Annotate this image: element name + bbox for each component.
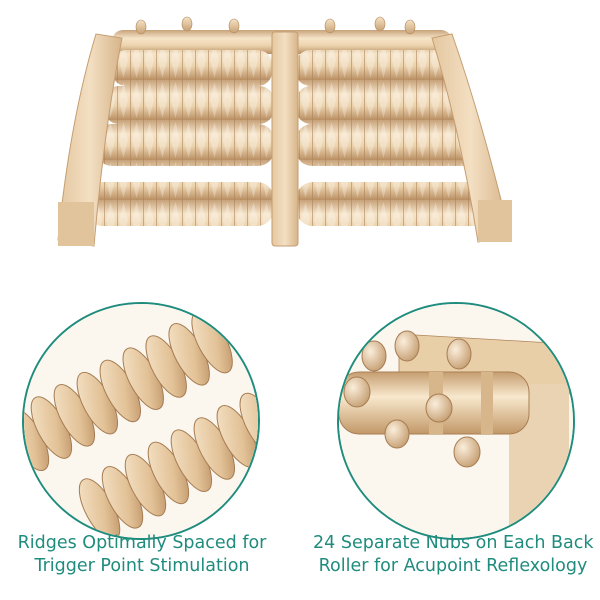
caption-line: Roller for Acupoint Reflexology (318, 556, 588, 576)
left-rollers (86, 50, 274, 226)
foot-roller-illustration (57, 16, 512, 247)
nubs-closeup-illustration (339, 304, 573, 538)
caption-line: Trigger Point Stimulation (34, 556, 250, 576)
nubs-caption: 24 Separate Nubs on Each Back Roller for… (313, 532, 594, 578)
right-rollers (296, 50, 492, 226)
wooden-frame (57, 31, 512, 247)
caption-line: Ridges Optimally Spaced for (17, 533, 267, 553)
ridges-closeup-illustration (24, 304, 258, 538)
product-image (0, 0, 600, 265)
ridges-caption: Ridges Optimally Spaced for Trigger Poin… (2, 532, 282, 578)
caption-line: 24 Separate Nubs on Each Back (313, 533, 594, 553)
ridges-detail-image (22, 302, 260, 540)
nubs-detail-image (337, 302, 575, 540)
